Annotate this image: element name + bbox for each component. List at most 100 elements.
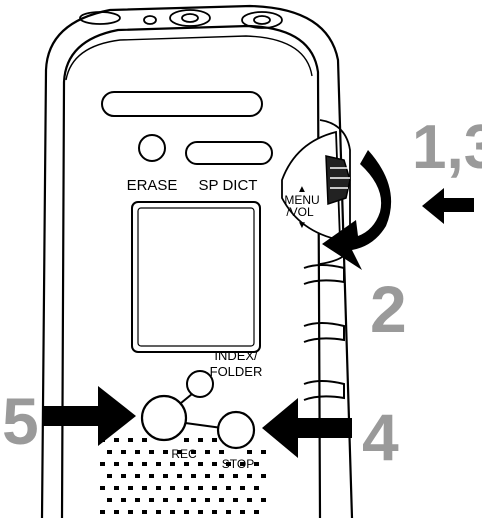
step-2: 2 (370, 272, 407, 346)
grille-dot (254, 510, 259, 514)
grille-dot (184, 438, 189, 442)
grille-dot (212, 486, 217, 490)
grille-dot (212, 438, 217, 442)
grille-dot (184, 510, 189, 514)
grille-dot (240, 462, 245, 466)
speaker-slot (102, 92, 262, 116)
grille-dot (114, 438, 119, 442)
push-arrow-right (422, 188, 474, 224)
grille-dot (191, 474, 196, 478)
grille-dot (107, 474, 112, 478)
grille-dot (191, 450, 196, 454)
grille-dot (135, 450, 140, 454)
grille-dot (261, 498, 266, 502)
grille-dot (149, 450, 154, 454)
grille-dot (114, 462, 119, 466)
grille-dot (163, 474, 168, 478)
grille-dot (142, 462, 147, 466)
erase-label: ERASE (127, 177, 178, 194)
step-4: 4 (362, 400, 399, 474)
grille-dot (100, 510, 105, 514)
grille-dot (226, 462, 231, 466)
grille-dot (142, 438, 147, 442)
grille-dot (128, 486, 133, 490)
grille-dot (254, 462, 259, 466)
grille-dot (247, 474, 252, 478)
grille-dot (156, 486, 161, 490)
grille-dot (114, 486, 119, 490)
grille-dot (261, 474, 266, 478)
side-buttons (304, 265, 344, 400)
grille-dot (184, 462, 189, 466)
grille-dot (247, 498, 252, 502)
grille-dot (247, 450, 252, 454)
step-5: 5 (2, 384, 39, 458)
grille-dot (142, 486, 147, 490)
display-screen-inner (138, 208, 254, 346)
grille-dot (198, 486, 203, 490)
grille-dot (219, 450, 224, 454)
grille-dot (219, 474, 224, 478)
erase-button[interactable] (139, 135, 165, 161)
grille-dot (205, 498, 210, 502)
grille-dot (149, 498, 154, 502)
grille-dot (212, 510, 217, 514)
rec-button[interactable] (142, 396, 186, 440)
grille-dot (261, 450, 266, 454)
grille-dot (240, 510, 245, 514)
grille-dot (128, 438, 133, 442)
grille-dot (135, 498, 140, 502)
grille-dot (149, 474, 154, 478)
grille-dot (170, 486, 175, 490)
grille-dot (191, 498, 196, 502)
arrow-4 (262, 398, 352, 458)
grille-dot (212, 462, 217, 466)
grille-dot (121, 498, 126, 502)
grille-dot (219, 498, 224, 502)
stop-button[interactable] (218, 412, 254, 448)
grille-dot (128, 510, 133, 514)
grille-dot (170, 510, 175, 514)
grille-dot (163, 498, 168, 502)
index-label: INDEX/ (214, 348, 258, 363)
grille-dot (107, 498, 112, 502)
dial-down-triangle: ▼ (297, 220, 307, 231)
grille-dot (100, 486, 105, 490)
grille-dot (233, 498, 238, 502)
grille-dot (198, 462, 203, 466)
grille-dot (205, 474, 210, 478)
grille-dot (226, 510, 231, 514)
grille-dot (198, 510, 203, 514)
arrow-5 (42, 386, 136, 446)
grille-dot (233, 474, 238, 478)
grille-dot (114, 510, 119, 514)
grille-dot (121, 450, 126, 454)
index-folder-button[interactable] (187, 371, 213, 397)
grille-dot (121, 474, 126, 478)
grille-dot (163, 450, 168, 454)
grille-dot (240, 486, 245, 490)
sp-dict-button[interactable] (186, 142, 272, 164)
grille-dot (184, 486, 189, 490)
grille-dot (226, 486, 231, 490)
grille-dot (177, 474, 182, 478)
menu-vol-dial[interactable] (326, 156, 350, 204)
grille-dot (170, 462, 175, 466)
grille-dot (254, 486, 259, 490)
grille-dot (205, 450, 210, 454)
folder-label: FOLDER (210, 364, 263, 379)
grille-dot (177, 450, 182, 454)
grille-dot (100, 462, 105, 466)
recorder-body (42, 6, 352, 518)
grille-dot (156, 462, 161, 466)
grille-dot (107, 450, 112, 454)
grille-dot (135, 474, 140, 478)
grille-dot (198, 438, 203, 442)
grille-dot (128, 462, 133, 466)
step-1-3: 1,3 (412, 113, 482, 182)
sp-dict-label: SP DICT (199, 177, 258, 194)
vol-label: /VOL (286, 205, 314, 219)
grille-dot (177, 498, 182, 502)
